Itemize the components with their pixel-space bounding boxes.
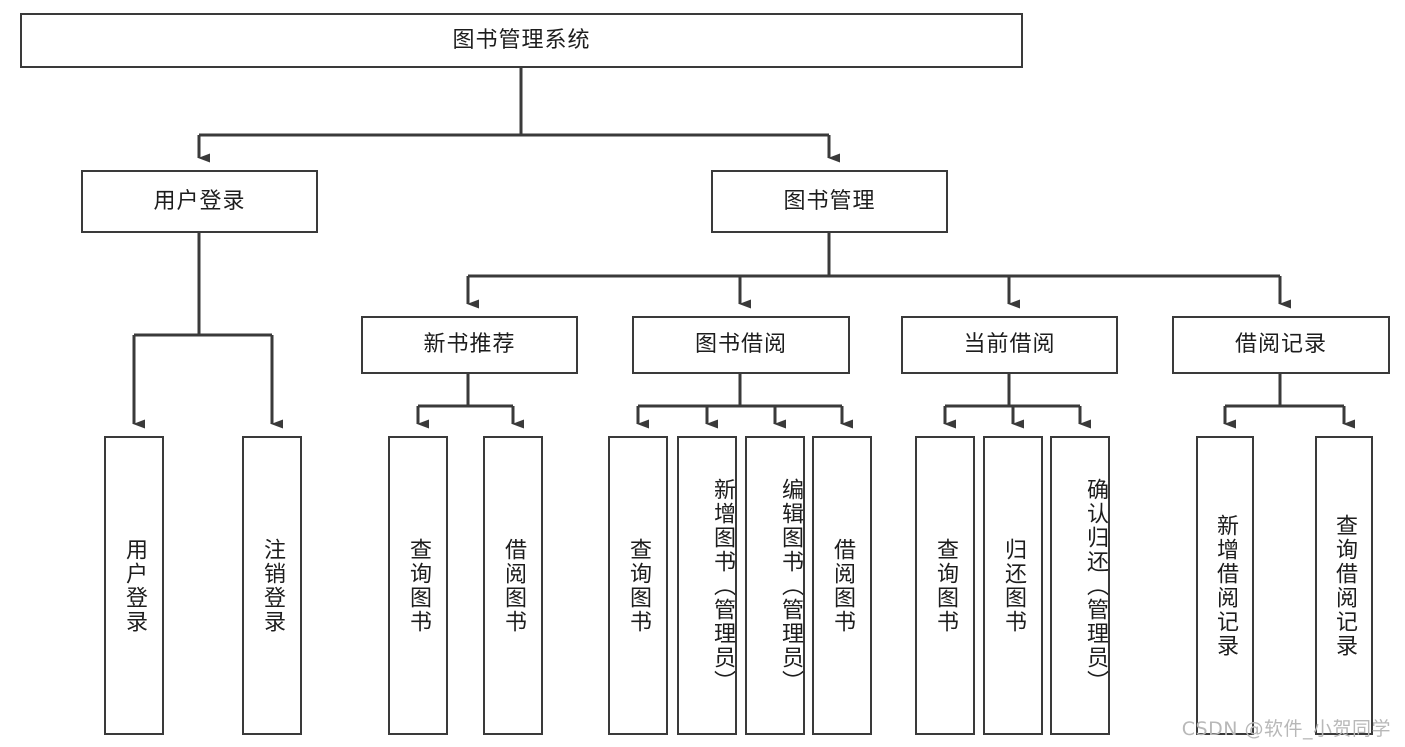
leaf-node-leaf-confirm-return[interactable]: 确认归还（管理员） (1050, 436, 1110, 735)
node-borrow-record[interactable]: 借阅记录 (1172, 316, 1390, 374)
node-label: 注销登录 (259, 537, 285, 634)
node-label: 图书借阅 (694, 332, 787, 358)
node-user-login[interactable]: 用户登录 (81, 170, 318, 233)
node-label: 查询图书 (932, 537, 958, 634)
node-current-borrow[interactable]: 当前借阅 (901, 316, 1118, 374)
leaf-node-leaf-add-book[interactable]: 新增图书（管理员） (677, 436, 737, 735)
node-label: 查询图书 (625, 537, 651, 634)
node-label: 查询图书 (405, 537, 431, 634)
node-label: 借阅图书 (500, 537, 526, 634)
node-book-borrow[interactable]: 图书借阅 (632, 316, 850, 374)
node-new-book-recommend[interactable]: 新书推荐 (361, 316, 578, 374)
leaf-node-leaf-return-book[interactable]: 归还图书 (983, 436, 1043, 735)
leaf-node-leaf-query-record[interactable]: 查询借阅记录 (1315, 436, 1373, 735)
node-label: 新增图书（管理员） (710, 477, 735, 694)
leaf-node-leaf-logout[interactable]: 注销登录 (242, 436, 302, 735)
node-label: 编辑图书（管理员） (778, 477, 803, 694)
node-label: 新增借阅记录 (1212, 513, 1238, 658)
leaf-node-leaf-edit-book[interactable]: 编辑图书（管理员） (745, 436, 805, 735)
node-label: 确认归还（管理员） (1083, 477, 1108, 694)
node-label: 图书管理 (783, 188, 876, 214)
node-label: 用户登录 (121, 537, 147, 634)
node-book-manage[interactable]: 图书管理 (711, 170, 948, 233)
leaf-node-leaf-add-record[interactable]: 新增借阅记录 (1196, 436, 1254, 735)
leaf-node-leaf-borrow-book-2[interactable]: 借阅图书 (812, 436, 872, 735)
node-label: 新书推荐 (423, 332, 516, 358)
leaf-node-leaf-query-book-2[interactable]: 查询图书 (608, 436, 668, 735)
node-label: 借阅图书 (829, 537, 855, 634)
node-label: 查询借阅记录 (1331, 513, 1357, 658)
leaf-node-leaf-query-book-1[interactable]: 查询图书 (388, 436, 448, 735)
root-node-root[interactable]: 图书管理系统 (20, 13, 1023, 68)
leaf-node-leaf-query-book-3[interactable]: 查询图书 (915, 436, 975, 735)
node-label: 用户登录 (153, 188, 246, 214)
connector-layer (132, 68, 1355, 429)
node-label: 图书管理系统 (452, 27, 591, 53)
leaf-node-leaf-user-login[interactable]: 用户登录 (104, 436, 164, 735)
node-label: 当前借阅 (963, 332, 1056, 358)
leaf-node-leaf-borrow-book-1[interactable]: 借阅图书 (483, 436, 543, 735)
node-label: 借阅记录 (1234, 332, 1327, 358)
node-label: 归还图书 (1000, 537, 1026, 634)
